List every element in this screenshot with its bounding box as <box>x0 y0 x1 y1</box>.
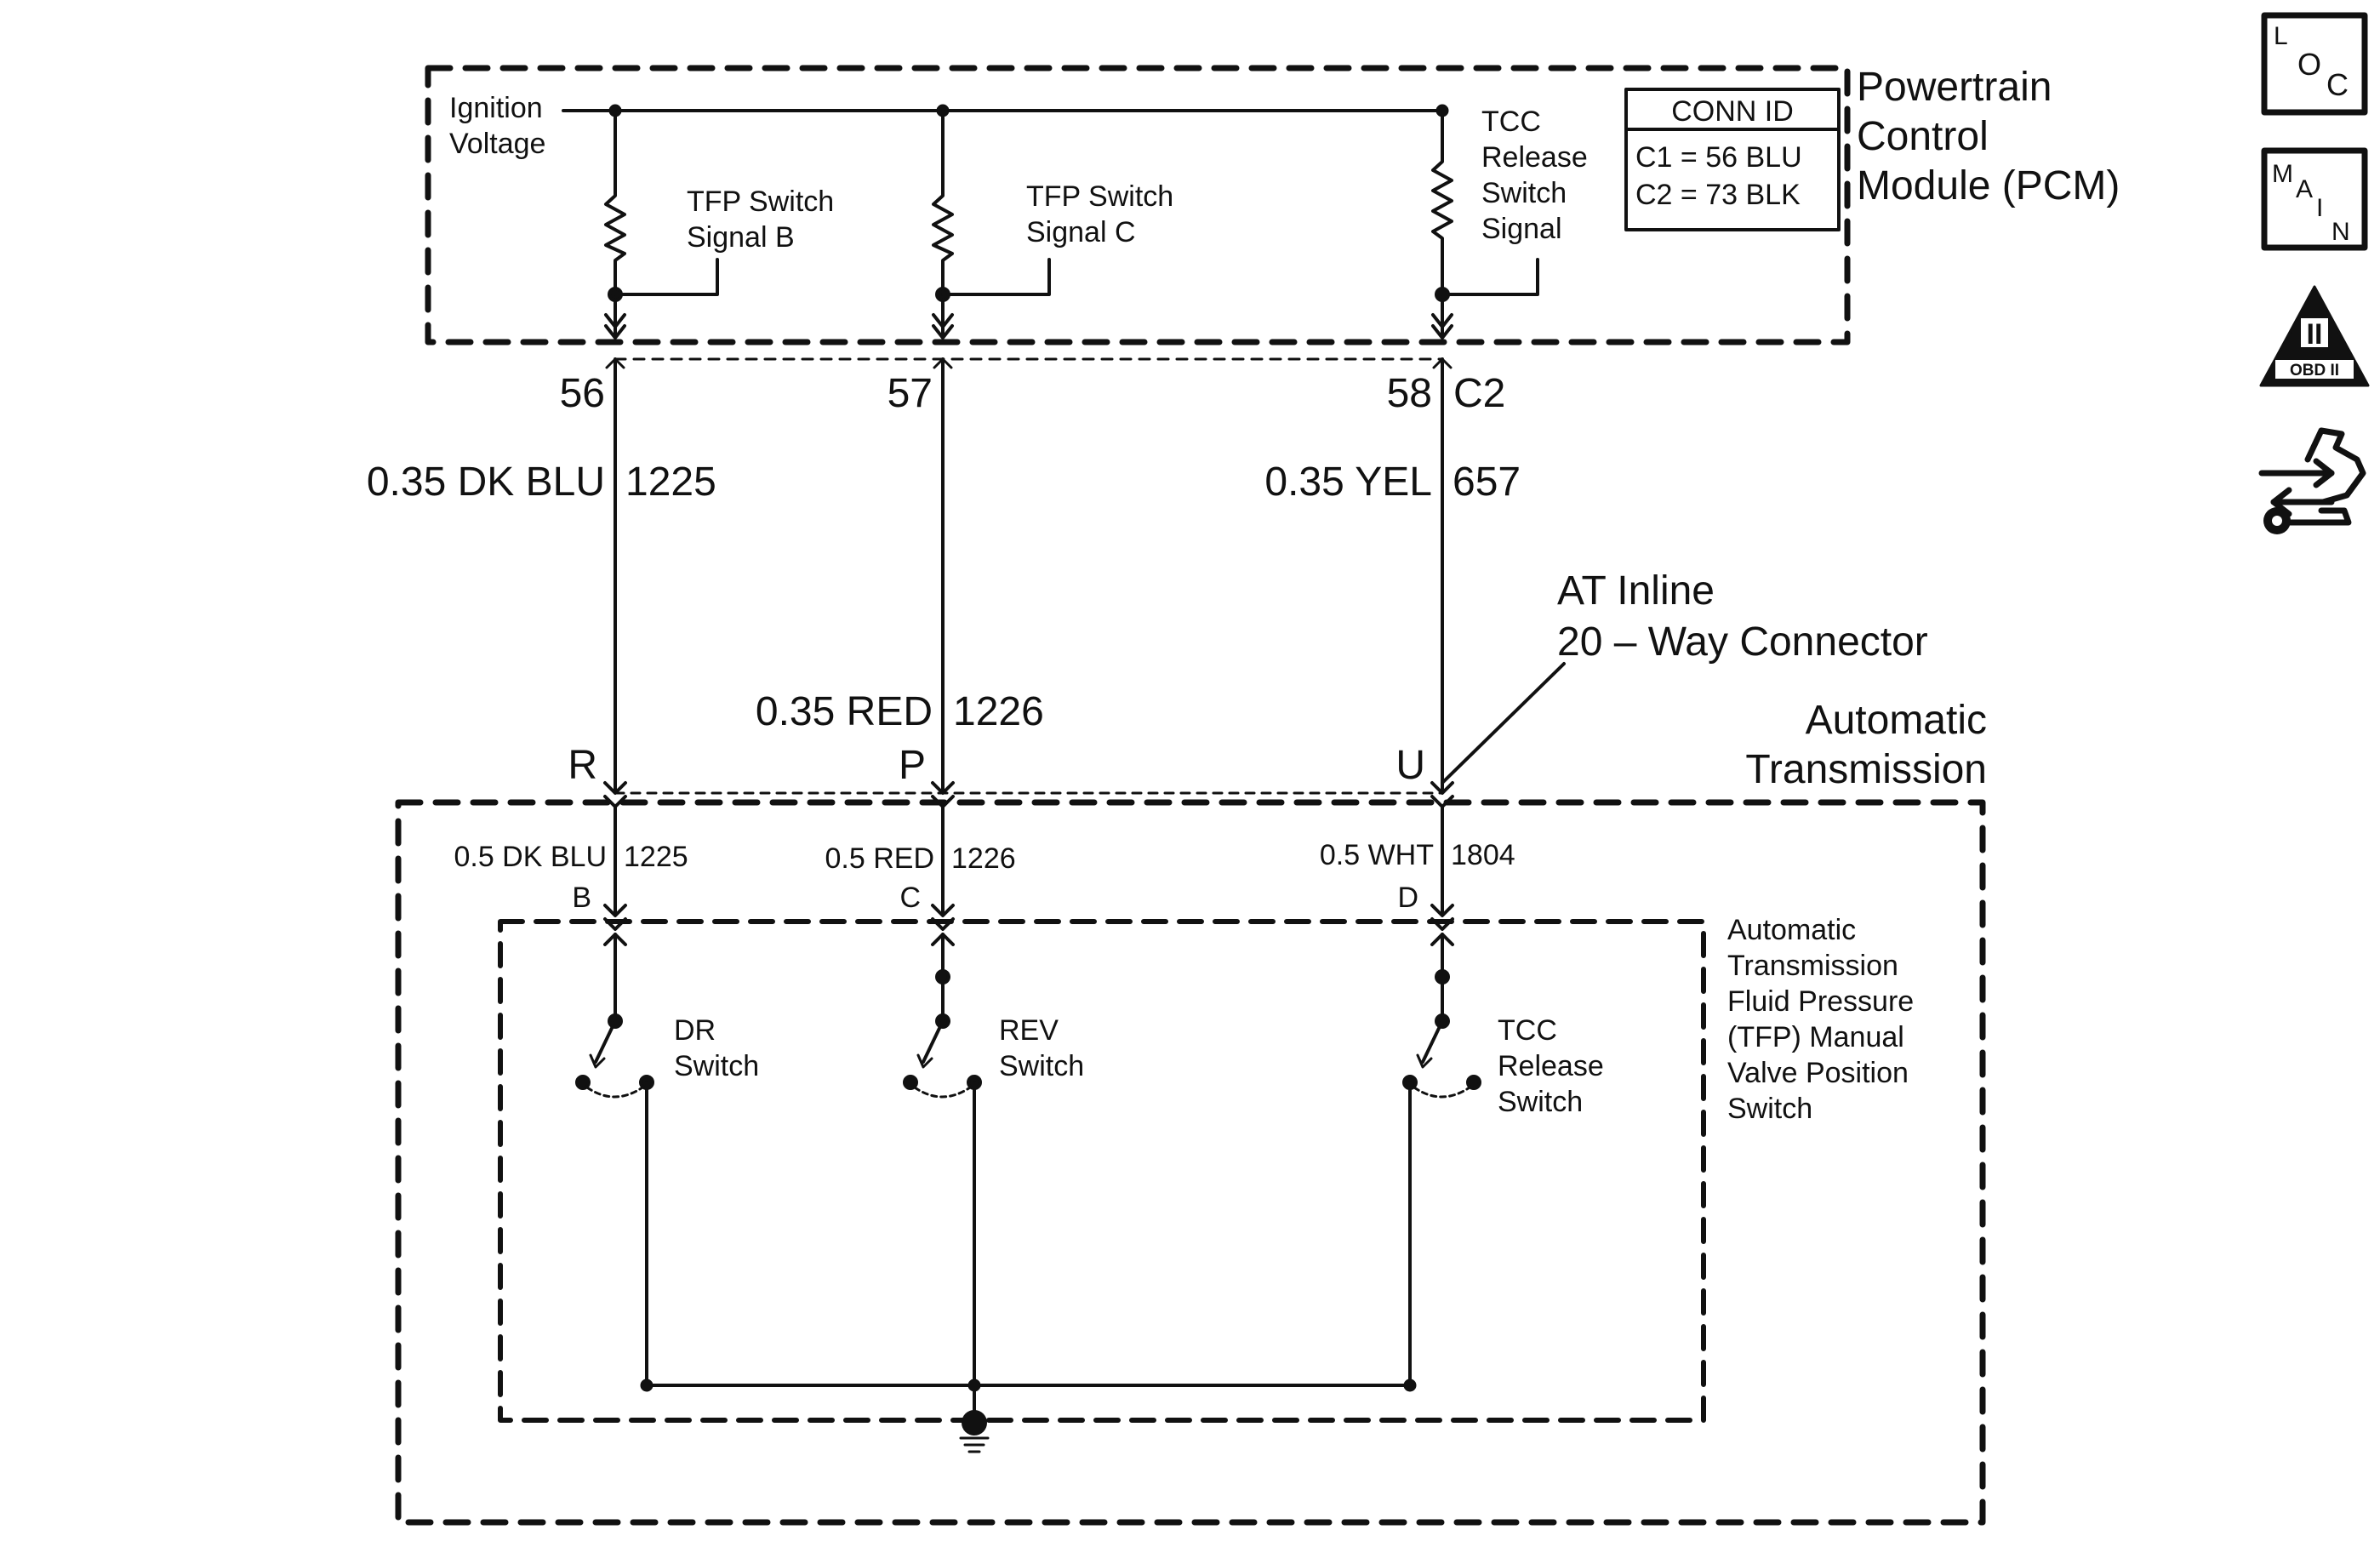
tfp-label-line-1: Automatic <box>1727 914 1856 946</box>
rev-switch-label-line-1: REV <box>999 1014 1059 1047</box>
inline-connector-label-line-2: 20 – Way Connector <box>1557 619 1928 665</box>
pull-up-resistor-b <box>604 109 719 340</box>
signal-b-label-line-1: TFP Switch <box>687 186 834 218</box>
tcc-signal-label-line-4: Signal <box>1481 213 1562 245</box>
tcc-signal-label-line-2: Release <box>1481 141 1588 174</box>
pull-up-resistor-c <box>932 109 1051 340</box>
transmission-boundary <box>395 799 1986 1526</box>
connector-c2-label: C2 <box>1453 371 1505 416</box>
tcc-signal-label-line-1: TCC <box>1481 106 1541 138</box>
pcm-title-line-1: Powertrain <box>1857 65 2052 110</box>
main-letter-1: M <box>2272 160 2293 188</box>
conn-id-table <box>1624 88 1841 231</box>
wire-center-circuit: 1226 <box>953 689 1044 734</box>
lower-wire-center-size-color: 0.5 RED <box>825 842 935 875</box>
tcc-signal-label-line-3: Switch <box>1481 177 1567 209</box>
signal-b-label-line-2: Signal B <box>687 221 795 254</box>
main-menu-icon[interactable] <box>2261 147 2368 251</box>
inline-connector-label-line-1: AT Inline <box>1557 568 1715 614</box>
rev-switch <box>903 933 982 1387</box>
lower-wire-left-circuit: 1225 <box>624 841 688 873</box>
wire-left-circuit: 1225 <box>625 459 716 505</box>
signal-c-label-line-1: TFP Switch <box>1026 180 1173 213</box>
switch-pin-d: D <box>1397 882 1418 914</box>
switch-pin-c: C <box>899 882 921 914</box>
rev-switch-label-line-2: Switch <box>999 1050 1084 1082</box>
dr-switch <box>575 933 654 1387</box>
inline-pin-u: U <box>1395 743 1425 788</box>
dr-switch-label-line-1: DR <box>674 1014 716 1047</box>
pin-57: 57 <box>888 371 933 416</box>
main-letter-2: A <box>2296 175 2313 203</box>
tfp-label-line-5: Valve Position <box>1727 1057 1909 1089</box>
loc-letter-1: L <box>2274 22 2288 50</box>
transmission-label-line-2: Transmission <box>1745 747 1987 792</box>
wire-right-circuit: 657 <box>1453 459 1521 505</box>
transmission-label-line-1: Automatic <box>1806 698 1987 743</box>
tfp-label-line-2: Transmission <box>1727 950 1898 982</box>
ground-symbol <box>959 1384 990 1453</box>
ignition-label-line-1: Ignition <box>449 92 543 124</box>
wire-right-size-color: 0.35 YEL <box>1264 459 1432 505</box>
loc-letter-2: O <box>2297 47 2321 82</box>
tcc-release-switch <box>1402 933 1481 1387</box>
tfp-label-line-6: Switch <box>1727 1093 1812 1125</box>
location-icon[interactable] <box>2261 12 2368 116</box>
pin-56: 56 <box>560 371 605 416</box>
main-letter-4: N <box>2331 218 2350 246</box>
tfp-label-line-4: (TFP) Manual <box>1727 1021 1904 1053</box>
inline-pin-r: R <box>568 743 597 788</box>
main-letter-3: I <box>2316 194 2323 222</box>
lower-wire-right-size-color: 0.5 WHT <box>1320 839 1434 871</box>
conn-id-header: CONN ID <box>1671 95 1794 128</box>
lower-wire-center-circuit: 1226 <box>951 842 1016 875</box>
tfp-switch-boundary <box>498 919 1706 1423</box>
conn-id-row-1: C1 = 56 BLU <box>1635 141 1802 174</box>
lower-wire-left-size-color: 0.5 DK BLU <box>454 841 607 873</box>
loc-letter-3: C <box>2326 67 2349 102</box>
switch-pin-b: B <box>572 882 591 914</box>
pin-58: 58 <box>1387 371 1432 416</box>
tcc-switch-label-line-3: Switch <box>1498 1086 1583 1118</box>
pull-up-resistor-tcc <box>1431 109 1539 340</box>
pcm-title-line-2: Control <box>1857 114 1989 159</box>
dr-switch-label-line-2: Switch <box>674 1050 759 1082</box>
inline-pin-p: P <box>899 743 926 788</box>
signal-c-label-line-2: Signal C <box>1026 216 1136 248</box>
obd-numeral: II <box>2307 318 2323 351</box>
tfp-label-line-3: Fluid Pressure <box>1727 985 1914 1018</box>
conn-id-row-2: C2 = 73 BLK <box>1635 179 1801 211</box>
wire-center-size-color: 0.35 RED <box>756 689 933 734</box>
diagnostic-tool-icon[interactable] <box>2258 427 2366 534</box>
obd-ii-icon[interactable] <box>2259 285 2370 387</box>
lower-wire-right-circuit: 1804 <box>1451 839 1515 871</box>
wire-left-size-color: 0.35 DK BLU <box>367 459 605 505</box>
pcm-boundary <box>425 65 1851 345</box>
tcc-switch-label-line-2: Release <box>1498 1050 1604 1082</box>
obd-caption: OBD II <box>2290 362 2339 380</box>
ignition-label-line-2: Voltage <box>449 128 545 160</box>
pcm-title-line-3: Module (PCM) <box>1857 163 2120 208</box>
inline-connector-pointer <box>1441 662 1566 785</box>
tcc-switch-label-line-1: TCC <box>1498 1014 1557 1047</box>
